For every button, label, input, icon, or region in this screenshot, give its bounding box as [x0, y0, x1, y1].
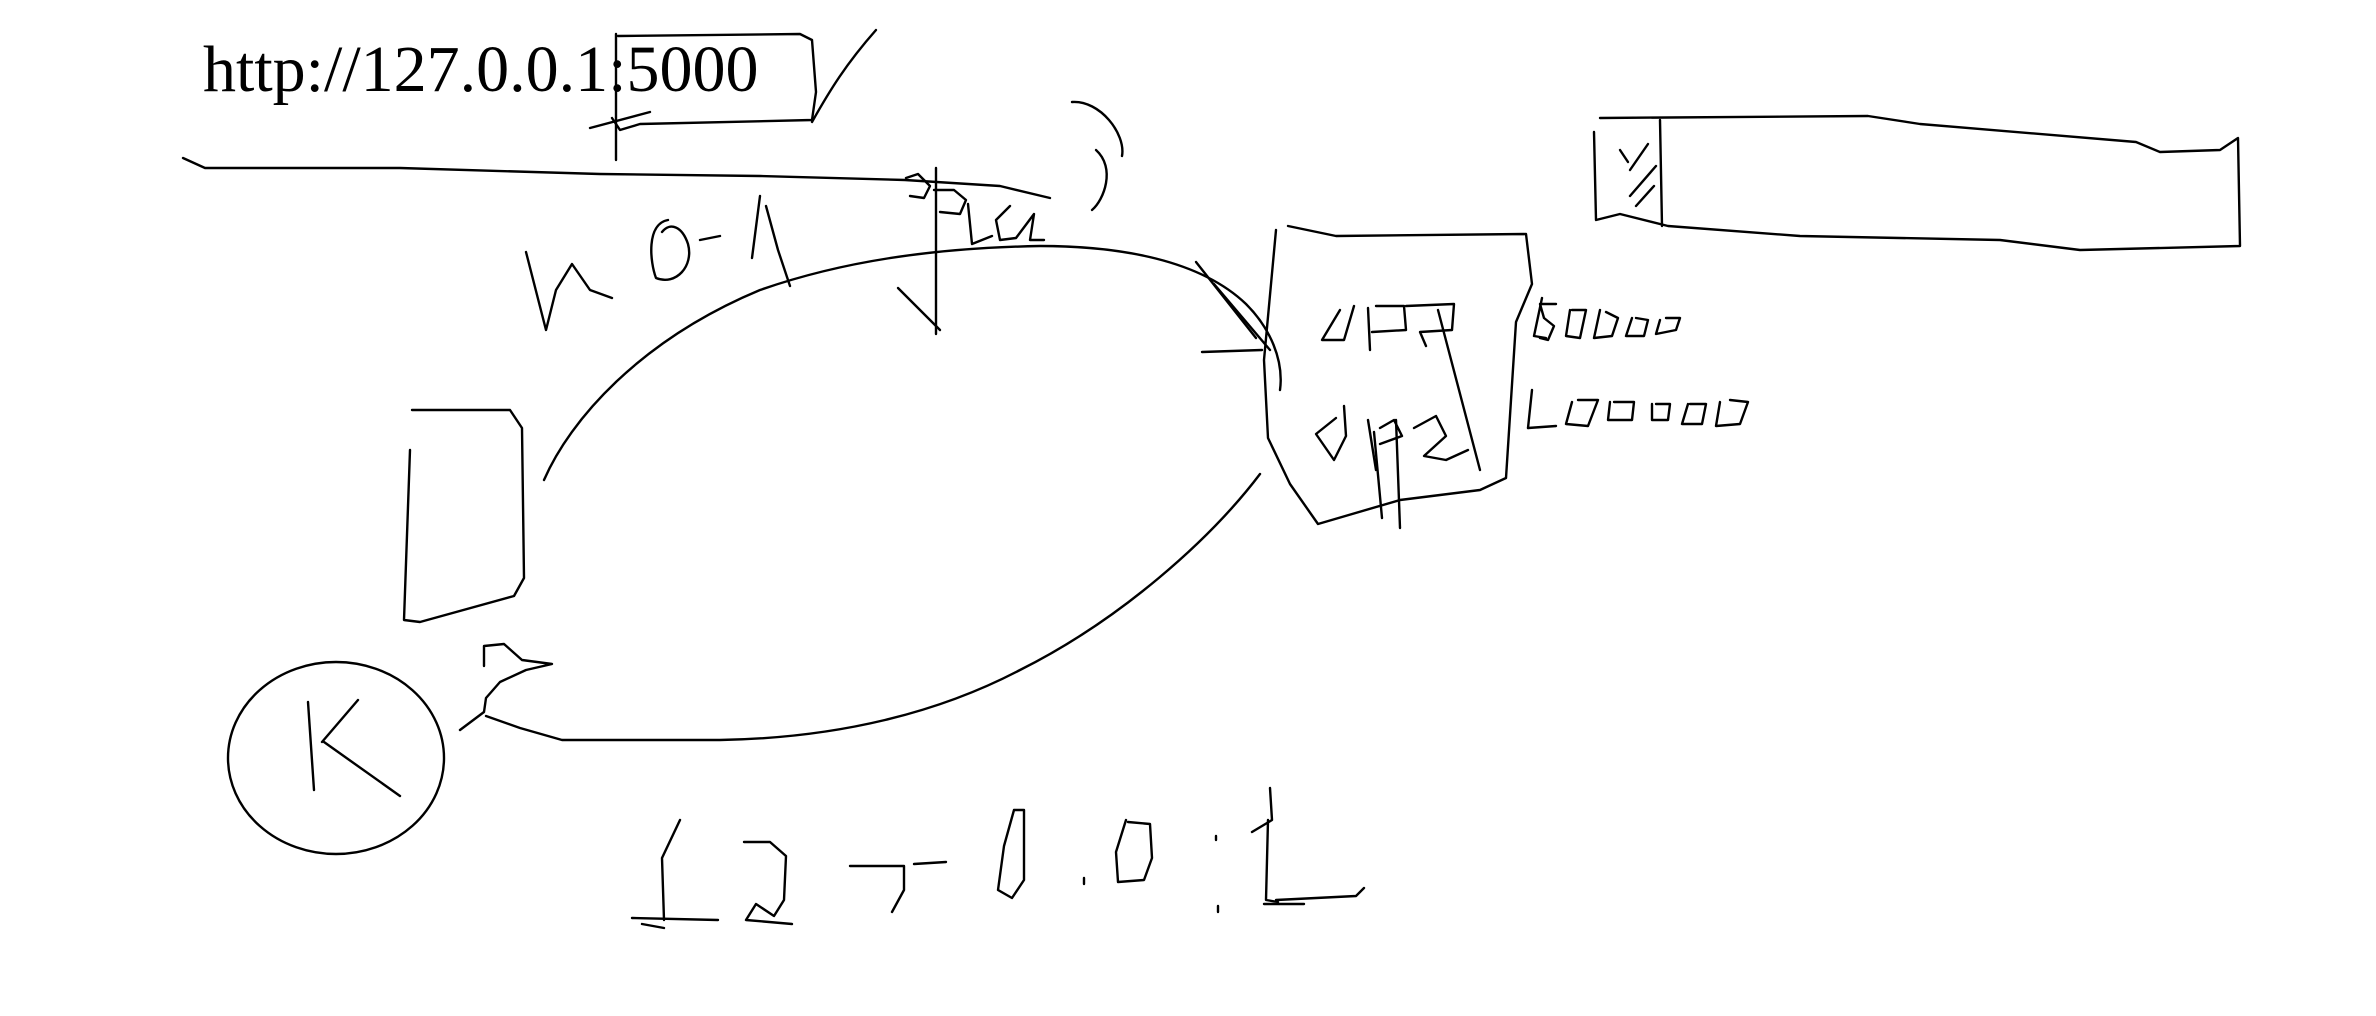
handwritten-port-10000	[1526, 388, 1750, 430]
right-input-box	[1592, 114, 2242, 252]
client-arrow	[458, 642, 554, 732]
handwritten-port-5000	[1532, 296, 1682, 342]
handwritten-peua	[896, 100, 1124, 336]
right-box-hatch-4	[1634, 184, 1656, 208]
url-text: http://127.0.0.1:5000	[203, 33, 759, 106]
url-cursor-tick	[588, 110, 652, 130]
user-initial-k	[306, 698, 402, 798]
connection-ellipse	[484, 244, 1282, 742]
app-box	[1262, 224, 1534, 526]
handwritten-vok	[524, 194, 792, 332]
right-box-hatch-2	[1628, 142, 1650, 172]
right-box-hatch-1	[1618, 148, 1630, 164]
handwritten-bottom-ip	[630, 786, 1366, 930]
url-port-box	[610, 32, 818, 132]
url-tail-stroke	[810, 28, 878, 124]
right-box-hatch-3	[1628, 164, 1658, 198]
client-box	[402, 408, 526, 624]
horizontal-line	[181, 156, 1052, 200]
user-circle	[226, 660, 446, 856]
right-box-divider	[1658, 118, 1664, 228]
handwritten-app	[1194, 260, 1482, 530]
